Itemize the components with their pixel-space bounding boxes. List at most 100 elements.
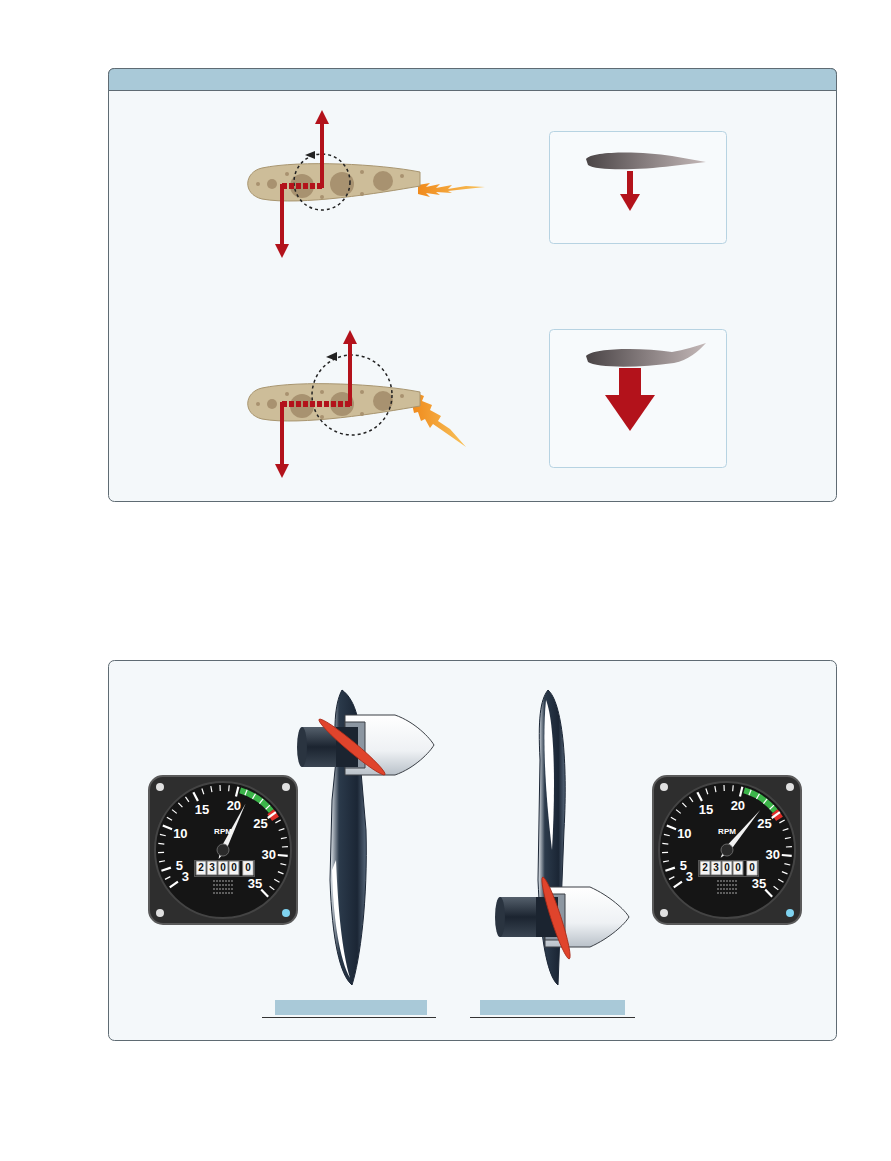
elevator-airfoil [418, 183, 485, 197]
scale-tick [756, 794, 759, 799]
large-force-inset [586, 343, 706, 367]
odometer-cell [218, 861, 228, 875]
scale-tick [167, 817, 172, 820]
odometer-digit: 2 [198, 863, 204, 873]
odometer-digit: 0 [735, 863, 741, 873]
scale-tick [715, 786, 716, 792]
scale-tick [662, 852, 668, 853]
elevator-airfoil [248, 164, 420, 201]
elevator-airfoil [400, 394, 404, 398]
scale-tick [763, 799, 767, 804]
moment-arrows [282, 183, 322, 189]
propeller-high-pitch [495, 897, 505, 937]
odometer-window [699, 861, 759, 877]
odometer-cell [747, 861, 757, 875]
scale-tick [786, 846, 792, 848]
top-panel [109, 69, 837, 502]
moment-arrows [280, 402, 284, 466]
scale-tick [772, 812, 780, 818]
gauge-dial [155, 782, 291, 918]
bezel-screw [660, 909, 668, 917]
scale-tick [749, 790, 751, 796]
green-arc [239, 788, 273, 813]
scale-tick [259, 799, 263, 804]
moment-arrows [326, 352, 337, 361]
elevator-airfoil [360, 412, 364, 416]
odometer-cell [243, 861, 253, 875]
propeller-low-pitch [332, 860, 350, 978]
elevator-airfoil [320, 415, 324, 419]
small-force-inset [627, 171, 633, 195]
scale-tick [280, 864, 286, 865]
scale-tick [193, 792, 198, 801]
scale-tick [158, 852, 164, 853]
scale-tick [245, 790, 247, 796]
scale-tick [778, 879, 783, 882]
top-panel [109, 69, 837, 502]
scale-tick [228, 785, 230, 791]
propeller-low-pitch [316, 716, 388, 779]
odometer-digit: 0 [220, 863, 226, 873]
odometer-digit: 3 [209, 863, 215, 873]
small-force-inset [550, 132, 727, 244]
scale-number: 3 [182, 870, 189, 883]
scale-tick [278, 854, 288, 857]
scale-tick [163, 826, 172, 830]
moment-arrows [275, 110, 350, 258]
scale-tick [689, 797, 692, 802]
fine-print [717, 884, 737, 886]
scale-tick [211, 786, 212, 792]
scale-tick [278, 872, 284, 874]
scale-tick [783, 829, 789, 831]
odometer-cell [229, 861, 239, 875]
small-force-inset [550, 132, 727, 244]
bezel-screw [660, 783, 668, 791]
elevator-airfoil [360, 192, 364, 196]
large-force-inset [619, 368, 641, 396]
scale-number: 25 [253, 817, 267, 830]
odometer-cell [207, 861, 217, 875]
scale-number: 3 [686, 870, 693, 883]
scale-tick [165, 877, 170, 880]
scale-tick [219, 785, 220, 791]
scale-number: 15 [699, 803, 713, 816]
elevator-airfoil [400, 174, 404, 178]
moment-arrows [343, 330, 357, 344]
needle-hub [721, 844, 733, 856]
caption-bars [262, 1017, 436, 1018]
scale-tick [784, 864, 790, 865]
scale-tick [202, 789, 204, 795]
scale-tick [740, 787, 742, 797]
scale-tick [723, 785, 724, 791]
moment-arrows [275, 464, 289, 478]
propeller-high-pitch [538, 876, 574, 961]
propeller-low-pitch [297, 690, 434, 985]
scale-tick [261, 890, 268, 897]
elevator-airfoil [267, 179, 277, 189]
elevator-airfoil [256, 402, 260, 406]
caption-bars [262, 1000, 635, 1018]
scale-tick [671, 817, 676, 820]
scale-number: 10 [173, 826, 187, 839]
scale-number: 15 [195, 803, 209, 816]
bezel-screw [786, 909, 794, 917]
fine-print [213, 884, 233, 886]
scale-number: 10 [677, 826, 691, 839]
caption-bars [470, 1017, 635, 1018]
fine-print [717, 880, 737, 882]
scale-tick [770, 805, 774, 809]
odometer-cell [196, 861, 206, 875]
bezel-screw [156, 909, 164, 917]
propeller-high-pitch [495, 690, 629, 985]
elevator-airfoil [360, 390, 364, 394]
caption-bars [480, 1000, 625, 1015]
scale-number: 35 [752, 877, 766, 890]
moment-arrows [282, 401, 350, 407]
scale-number: 20 [227, 799, 241, 812]
gauge-bezel [653, 776, 801, 924]
scale-tick [236, 787, 238, 797]
scale-tick [662, 843, 668, 845]
odometer-cell [722, 861, 732, 875]
scale-tick [161, 868, 170, 871]
scale-tick [663, 861, 669, 862]
